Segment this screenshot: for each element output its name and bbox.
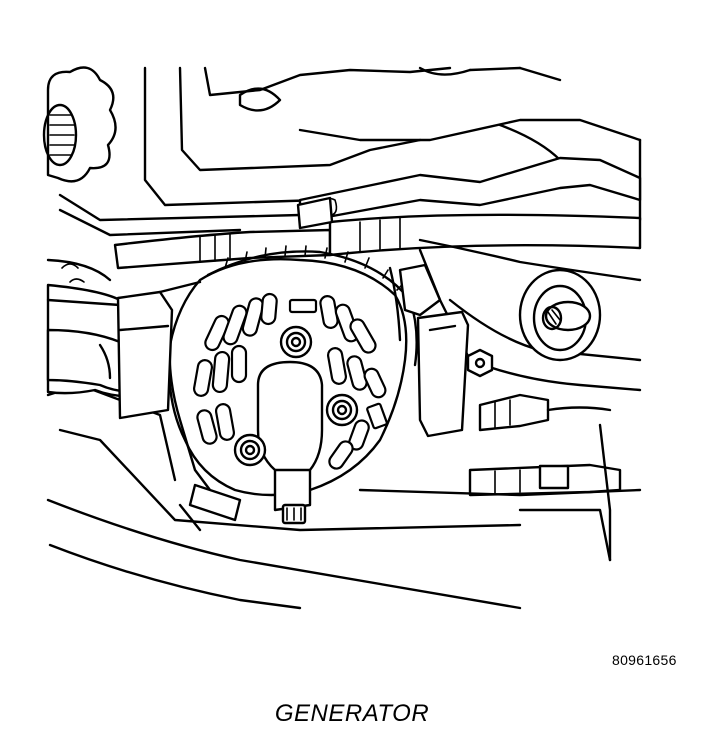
generator-vent-slots — [192, 292, 388, 470]
wire-harness — [113, 156, 642, 270]
figure-number: 80961656 — [612, 652, 677, 668]
bracket-nut — [466, 348, 494, 378]
figure-caption: GENERATOR — [274, 700, 430, 727]
engine-block-upper — [58, 66, 642, 237]
generator-terminal-studs — [233, 325, 359, 467]
tensioner-pulley — [518, 268, 602, 362]
oil-filler-cap — [42, 66, 117, 183]
generator-mount-left — [116, 280, 202, 420]
sensor-connector — [478, 393, 612, 432]
electrical-connector — [468, 463, 622, 497]
generator-mount-ear — [388, 263, 470, 438]
generator-rear-cover — [256, 360, 324, 525]
lower-frame — [46, 383, 642, 610]
